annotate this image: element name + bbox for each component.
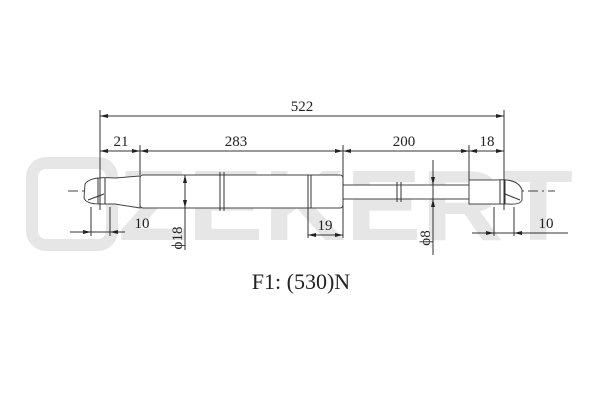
dim-stroke: 200: [393, 134, 416, 150]
force-label: F1: (530)N: [252, 269, 351, 294]
dim-groove: 19: [318, 218, 333, 234]
dim-left-eye: 10: [135, 216, 150, 232]
right-end-fitting: [468, 179, 523, 205]
dim-right-end: 18: [480, 134, 495, 150]
dim-body-diameter: ϕ18: [170, 227, 186, 250]
dim-right-eye: 10: [539, 216, 554, 232]
rod-break-mark: [396, 182, 402, 202]
dim-rod-diameter: ϕ8: [418, 230, 434, 245]
body-break-mark: [219, 172, 225, 211]
dim-left-end: 21: [114, 134, 129, 150]
dim-body-length: 283: [225, 134, 248, 150]
cylinder-body: [139, 174, 344, 209]
piston-rod: [342, 184, 470, 200]
dim-overall-length: 522: [291, 99, 314, 115]
left-end-fitting: [83, 175, 141, 209]
